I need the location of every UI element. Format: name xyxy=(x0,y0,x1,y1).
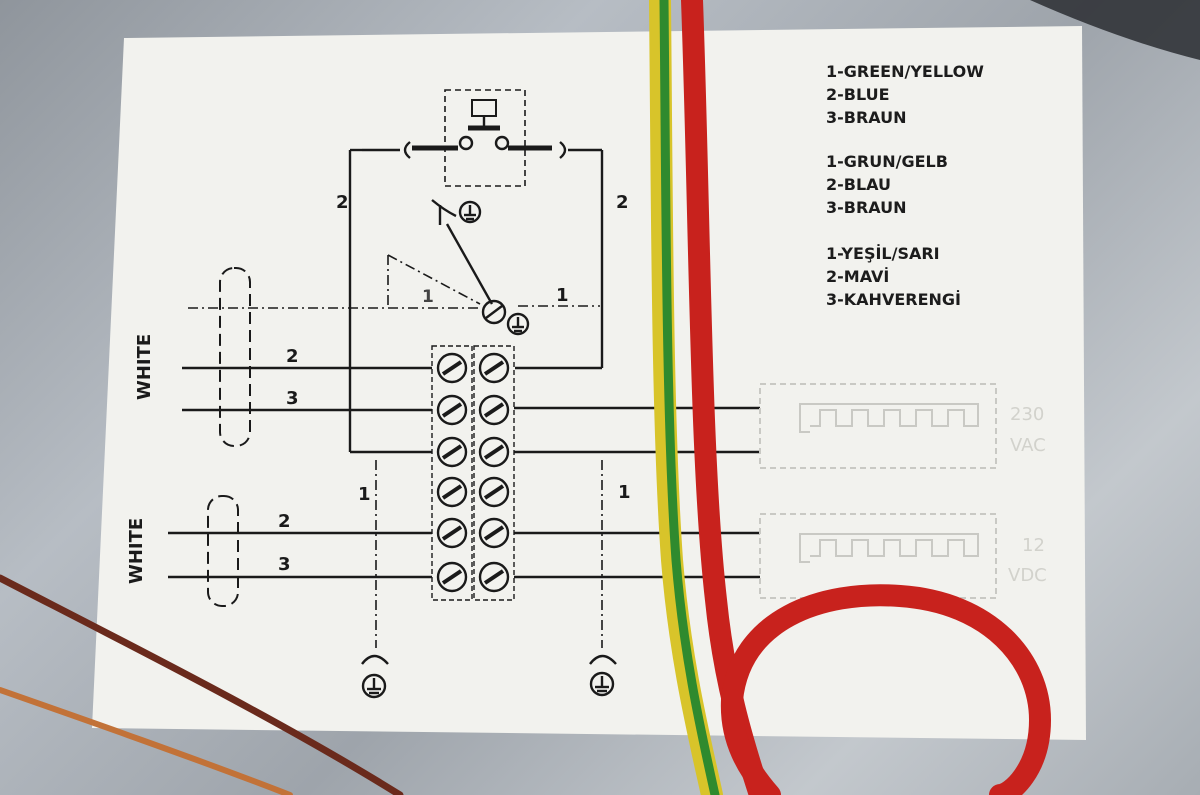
wiring-schematic xyxy=(168,89,997,699)
legend: 1-GREEN/YELLOW 2-BLUE 3-BRAUN 1-GRUN/GEL… xyxy=(826,62,984,309)
legend-en-3: 3-BRAUN xyxy=(826,108,907,127)
wire-number-earth-right: 1 xyxy=(618,482,631,503)
wire-number-earth-left: 1 xyxy=(358,484,371,505)
legend-en-1: 1-GREEN/YELLOW xyxy=(826,62,984,81)
terminal-screw xyxy=(436,561,468,593)
terminal-screw xyxy=(436,394,468,426)
earth-symbol-left xyxy=(361,654,389,699)
cable-label-bottom: WHITE xyxy=(126,518,147,584)
earth-symbol-center xyxy=(506,312,530,336)
terminal-screw xyxy=(436,476,468,508)
terminal-screw xyxy=(478,517,510,549)
wire-number-left-top: 2 xyxy=(336,192,349,213)
legend-tr-3: 3-KAHVERENGİ xyxy=(826,290,961,309)
terminal-screw xyxy=(478,476,510,508)
center-screw xyxy=(481,299,507,325)
terminal-screw xyxy=(478,436,510,468)
terminal-block xyxy=(431,345,515,601)
label-sticker xyxy=(92,26,1086,740)
terminal-screw xyxy=(478,352,510,384)
wire-number-right-top: 2 xyxy=(616,192,629,213)
cable-sheath-top xyxy=(219,267,251,447)
legend-en-2: 2-BLUE xyxy=(826,85,890,104)
legend-de-3: 3-BRAUN xyxy=(826,198,907,217)
dc-unit: VDC xyxy=(1008,565,1047,586)
wire-number-dash-left: 1 xyxy=(422,287,434,307)
wire-brown xyxy=(0,574,404,795)
wire-number-cable1-3: 3 xyxy=(286,388,299,409)
wire-number-cable1-2: 2 xyxy=(286,346,299,367)
heater-12vdc xyxy=(759,513,997,599)
ac-voltage: 230 xyxy=(1010,404,1044,425)
terminal-screw xyxy=(478,561,510,593)
earth-symbol-switch xyxy=(458,200,482,224)
wire-number-cable2-3: 3 xyxy=(278,554,291,575)
wire-number-cable2-2: 2 xyxy=(278,511,291,532)
cable-sheath-bottom xyxy=(207,495,239,607)
cable-label-top: WHITE xyxy=(134,334,155,400)
wire-orange xyxy=(0,687,293,795)
legend-de-1: 1-GRUN/GELB xyxy=(826,152,948,171)
switch-housing xyxy=(444,89,526,187)
legend-de-2: 2-BLAU xyxy=(826,175,891,194)
ac-unit: VAC xyxy=(1010,435,1046,456)
earth-symbol-right xyxy=(589,654,617,697)
heater-230vac xyxy=(759,383,997,469)
wire-number-dash-right: 1 xyxy=(556,285,569,306)
legend-tr-1: 1-YEŞİL/SARI xyxy=(826,244,940,263)
legend-tr-2: 2-MAVİ xyxy=(826,267,889,286)
terminal-screw xyxy=(478,394,510,426)
terminal-screw xyxy=(436,436,468,468)
terminal-screw xyxy=(436,517,468,549)
dc-voltage: 12 xyxy=(1022,535,1045,556)
terminal-screw xyxy=(436,352,468,384)
physical-wires xyxy=(0,0,1052,795)
